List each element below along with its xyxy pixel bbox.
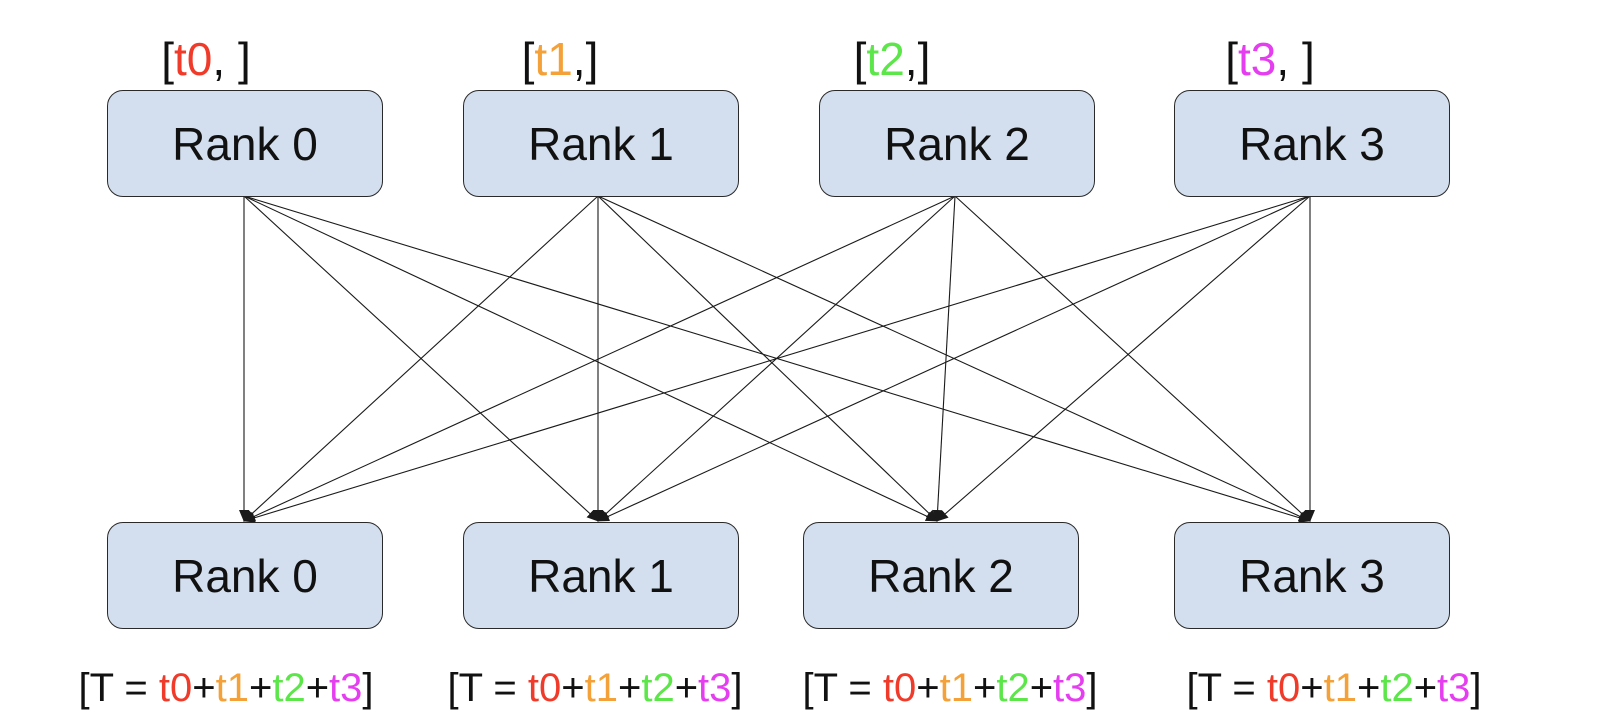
rank-1-input-label: [t1,] xyxy=(521,33,599,85)
arrow-rank-3-to-rank-2 xyxy=(936,195,1311,522)
top-rank-1-label: Rank 1 xyxy=(528,117,674,170)
arrow-rank-2-to-rank-3 xyxy=(954,195,1311,522)
bottom-rank-3-box: Rank 3 xyxy=(1174,522,1450,629)
bottom-rank-2-box: Rank 2 xyxy=(803,522,1079,629)
bottom-rank-0-box: Rank 0 xyxy=(107,522,383,629)
bottom-rank-2-label: Rank 2 xyxy=(868,549,1014,602)
top-rank-2-label: Rank 2 xyxy=(884,117,1030,170)
top-rank-1-box: Rank 1 xyxy=(463,90,739,197)
arrow-rank-0-to-rank-2 xyxy=(243,195,938,522)
arrow-rank-1-to-rank-2 xyxy=(597,195,938,522)
top-rank-0-label: Rank 0 xyxy=(172,117,318,170)
bottom-rank-0-label: Rank 0 xyxy=(172,549,318,602)
bottom-rank-1-box: Rank 1 xyxy=(463,522,739,629)
rank-0-result-label: [T = t0+t1+t2+t3] xyxy=(78,666,374,710)
bottom-rank-3-label: Rank 3 xyxy=(1239,549,1385,602)
arrow-rank-1-to-rank-0 xyxy=(243,195,599,522)
arrow-rank-3-to-rank-1 xyxy=(597,195,1311,522)
arrow-rank-2-to-rank-0 xyxy=(243,195,956,522)
top-rank-3-box: Rank 3 xyxy=(1174,90,1450,197)
bottom-rank-1-label: Rank 1 xyxy=(528,549,674,602)
arrow-rank-2-to-rank-2 xyxy=(932,195,956,522)
arrow-rank-3-to-rank-0 xyxy=(243,195,1311,523)
top-rank-3-label: Rank 3 xyxy=(1239,117,1385,170)
rank-2-input-label: [t2,] xyxy=(853,33,931,85)
rank-1-result-label: [T = t0+t1+t2+t3] xyxy=(447,666,743,710)
rank-0-input-label: [t0, ] xyxy=(161,33,251,85)
rank-3-result-label: [T = t0+t1+t2+t3] xyxy=(1186,666,1482,710)
top-rank-0-box: Rank 0 xyxy=(107,90,383,197)
rank-3-input-label: [t3, ] xyxy=(1225,33,1315,85)
top-rank-2-box: Rank 2 xyxy=(819,90,1095,197)
rank-2-result-label: [T = t0+t1+t2+t3] xyxy=(802,666,1098,710)
